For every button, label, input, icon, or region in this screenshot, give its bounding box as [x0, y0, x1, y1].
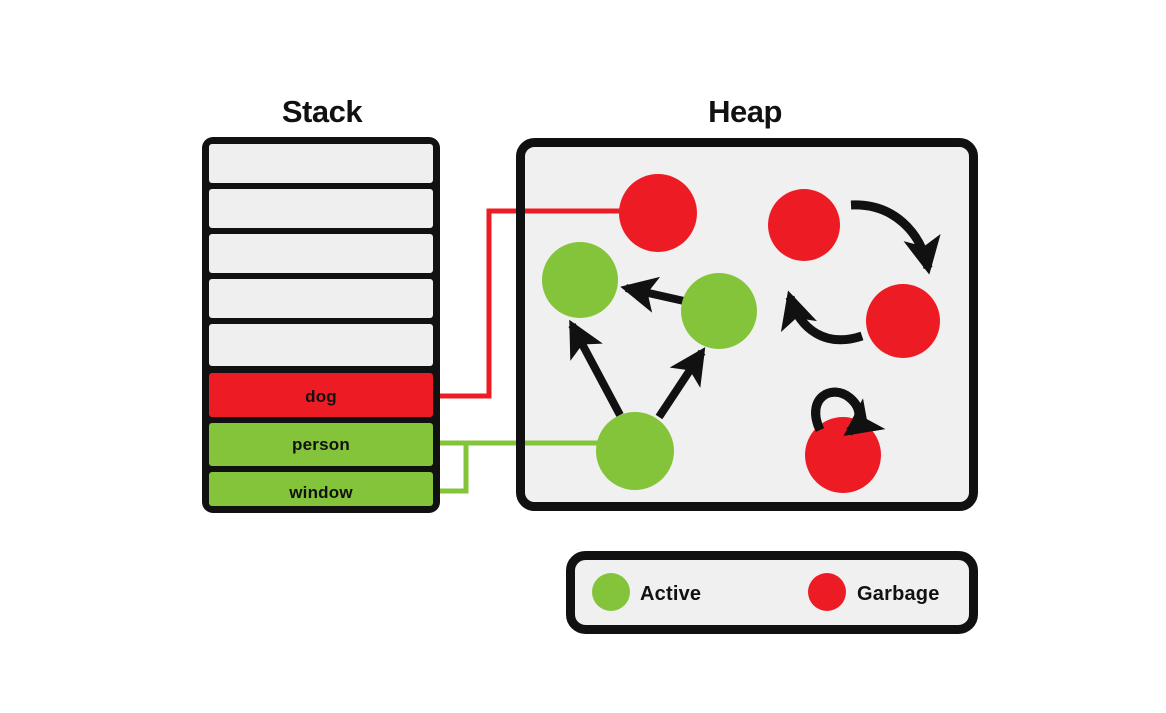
stack-slot-person[interactable]	[209, 423, 433, 466]
legend-box-outline	[566, 551, 978, 634]
active-node-upper-left[interactable]	[542, 242, 618, 318]
edge-middle-to-upper-left	[620, 276, 685, 313]
edge-root-to-upper-left	[568, 319, 624, 417]
stack-slot-window-label: window	[288, 483, 353, 502]
stack-slot-person-label: person	[292, 435, 350, 454]
stack-slot-empty-1[interactable]	[209, 144, 433, 183]
legend-active-swatch-icon	[592, 573, 630, 611]
stack-slot-empty-3[interactable]	[209, 234, 433, 273]
stack-slot-window[interactable]	[209, 472, 433, 506]
edge-top-right-to-right	[850, 200, 941, 275]
stack-slot-empty-5[interactable]	[209, 324, 433, 366]
active-node-middle[interactable]	[681, 273, 757, 349]
stack-panel: dog person window	[202, 137, 440, 513]
legend-garbage-label: Garbage	[857, 583, 940, 605]
garbage-node-top-right[interactable]	[768, 189, 840, 261]
edge-root-to-middle	[655, 347, 706, 420]
garbage-node-top-left[interactable]	[619, 174, 697, 252]
stack-slot-empty-4[interactable]	[209, 279, 433, 318]
legend-garbage-swatch-icon	[808, 573, 846, 611]
garbage-node-right[interactable]	[866, 284, 940, 358]
stack-slot-empty-2[interactable]	[209, 189, 433, 228]
stack-slot-dog[interactable]	[209, 373, 433, 417]
edge-right-to-top-right	[780, 290, 864, 345]
heap-panel	[516, 138, 978, 511]
stack-title: Stack	[282, 94, 363, 129]
heap-title: Heap	[708, 94, 782, 129]
edge-self-loop-overlay	[811, 387, 886, 437]
heap-edge-arrowheads	[811, 387, 886, 437]
legend-panel: Active Garbage	[566, 551, 978, 634]
stack-slot-dog-label: dog	[305, 387, 337, 406]
connector-window-to-active-root	[437, 443, 469, 494]
active-node-root[interactable]	[596, 412, 674, 490]
legend-active-label: Active	[640, 583, 701, 605]
